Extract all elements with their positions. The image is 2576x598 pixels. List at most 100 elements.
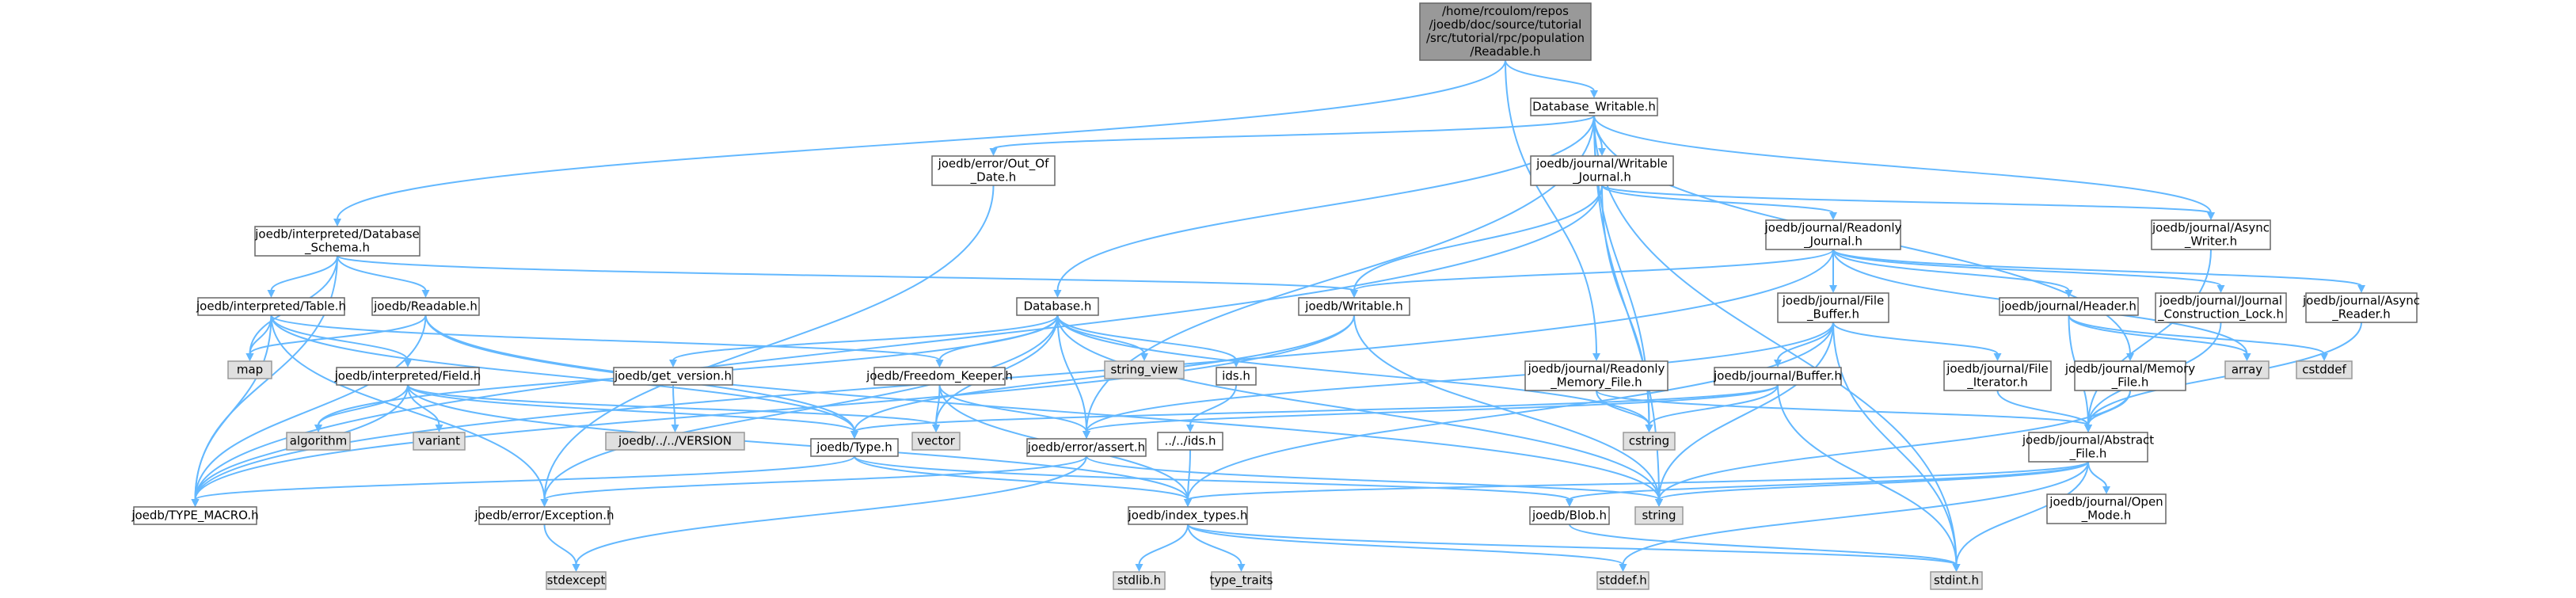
edge-readonly_memory_file-to-abstract_file [1596,390,2089,426]
node-label: joedb/journal/File [1946,362,2048,376]
node-box [2074,360,2186,391]
node-abstract-file[interactable]: joedb/journal/Abstract_File.h [2022,432,2154,463]
node-box [810,438,899,457]
edge-interpreted_field-to-algorithm [318,384,409,426]
arrowhead-abstract_file [2084,425,2092,432]
node-interpreted-database-schema[interactable]: joedb/interpreted/Database_Schema.h [254,226,420,257]
arrowhead-writable_journal [1598,148,1606,156]
edge-interpreted_database_schema-to-readable [337,255,427,291]
node-label: _Memory_File.h [1550,375,1642,390]
arrowhead-string_view [1140,353,1148,361]
node-get-version[interactable]: joedb/get_version.h [613,367,733,386]
arrowhead-stdint [1952,564,1961,572]
node-file-iterator[interactable]: joedb/journal/File_Iterator.h [1943,360,2052,391]
node-type[interactable]: joedb/Type.h [810,438,899,457]
edge-out_of_date-to-exception [543,185,995,501]
node-parent-ids[interactable]: ../../ids.h [1157,432,1223,451]
node-buffer[interactable]: joedb/journal/Buffer.h [1713,367,1842,386]
node-label: Database.h [1024,299,1092,314]
node-open-mode[interactable]: joedb/journal/Open_Mode.h [2046,493,2167,524]
node-box [478,506,611,525]
node-box [1298,297,1410,316]
edge-blob-to-stdint [1569,524,1958,566]
edge-abstract_file-to-stdint [1955,461,2089,566]
node-box [371,297,480,316]
node-type-macro[interactable]: joedb/TYPE_MACRO.h [131,506,259,525]
node-label: vector [917,434,955,448]
edge-readonly_journal-to-type_macro [194,249,1834,501]
node-label: algorithm [290,434,347,448]
node-writable[interactable]: joedb/Writable.h [1298,297,1410,316]
file-nodes: /home/rcoulom/repos/joedb/doc/source/tut… [131,2,2420,590]
edge-database-to-string [1056,314,1660,501]
node-database[interactable]: Database.h [1016,297,1099,316]
arrowhead-writable [1350,290,1358,298]
node-readonly-journal[interactable]: joedb/journal/Readonly_Journal.h [1764,219,1902,250]
node-label: joedb/get_version.h [614,369,732,384]
node-interpreted-field[interactable]: joedb/interpreted/Field.h [334,367,481,386]
edge-interpreted_table-to-interpreted_field [270,314,409,361]
edge-file_buffer-to-assert [1086,322,1834,432]
arrowhead-get_version [669,360,677,368]
arrowhead-index_types [1184,499,1192,507]
node-box [1530,155,1674,186]
node-ids[interactable]: ids.h [1216,367,1257,386]
edge-writable_journal-to-readonly_journal [1601,185,1834,214]
node-label: joedb/interpreted/Database [254,227,419,242]
edge-database-to-assert [1056,314,1087,432]
edge-buffer-to-cstring [1648,384,1779,426]
edge-database_writable-to-assert [1086,115,1595,432]
node-async-writer[interactable]: joedb/journal/Async_Writer.h [2151,219,2271,250]
node-memory-file[interactable]: joedb/journal/Memory_File.h [2064,360,2195,391]
node-label: variant [418,434,460,448]
node-out-of-date[interactable]: joedb/error/Out_Of_Date.h [931,155,1056,186]
node-label: _Buffer.h [1806,307,1859,322]
node-label: _File.h [2111,375,2149,390]
node-exception[interactable]: joedb/error/Exception.h [474,506,615,525]
node-box [254,226,420,257]
node-label: stdint.h [1934,573,1979,588]
edge-header-to-array [2068,314,2248,355]
node-label: /src/tutorial/rpc/population [1426,31,1585,45]
node-label: /Readable.h [1470,44,1540,59]
node-label: ids.h [1222,369,1250,383]
node-box [1016,297,1099,316]
node-index-types[interactable]: joedb/index_types.h [1128,506,1248,525]
node-readonly-memory-file[interactable]: joedb/journal/Readonly_Memory_File.h [1524,360,1669,391]
arrowhead-async_reader [2357,285,2365,293]
edge-writable_journal-to-writable [1353,185,1603,291]
node-readable[interactable]: joedb/Readable.h [371,297,480,316]
arrowhead-database [1053,290,1062,298]
node-box [911,432,961,451]
node-box [1529,506,1610,525]
node-assert[interactable]: joedb/error/assert.h [1026,438,1147,457]
node-box [1999,297,2139,316]
node-database-writable[interactable]: Database_Writable.h [1530,97,1658,116]
edge-type-to-blob [854,455,1570,501]
node-readable-root[interactable]: /home/rcoulom/repos/joedb/doc/source/tut… [1419,2,1592,61]
node-box [2296,360,2353,379]
arrowhead-stddef [1619,564,1627,572]
arrowhead-header [2064,290,2073,298]
node-label: ../../ids.h [1165,434,1216,448]
node-label: joedb/journal/Readonly [1764,221,1902,235]
node-freedom-keeper[interactable]: joedb/Freedom_Keeper.h [866,367,1013,386]
node-blob[interactable]: joedb/Blob.h [1529,506,1610,525]
node-writable-journal[interactable]: joedb/journal/Writable_Journal.h [1530,155,1674,186]
node-file-buffer[interactable]: joedb/journal/File_Buffer.h [1777,292,1889,323]
edge-database-to-freedom_keeper [938,314,1059,361]
arrowhead-parent_ids [1186,425,1194,432]
edge-file_buffer-to-string [1658,322,1834,501]
edge-interpreted_field-to-vector [407,384,937,426]
dependency-edges [191,59,2365,572]
node-label: _Writer.h [2184,234,2237,249]
edge-interpreted_field-to-variant [407,384,440,426]
edge-writable_journal-to-type_macro [194,185,1603,501]
node-label: joedb/journal/Open [2049,495,2163,509]
edge-index_types-to-stdint [1187,524,1958,566]
node-header[interactable]: joedb/journal/Header.h [1999,297,2139,316]
node-async-reader[interactable]: joedb/journal/Async_Reader.h [2302,292,2420,323]
node-interpreted-table[interactable]: joedb/interpreted/Table.h [196,297,346,316]
node-journal-construction-lock[interactable]: joedb/journal/Journal_Construction_Lock.… [2155,292,2287,323]
node-label: stdexcept [547,573,606,588]
